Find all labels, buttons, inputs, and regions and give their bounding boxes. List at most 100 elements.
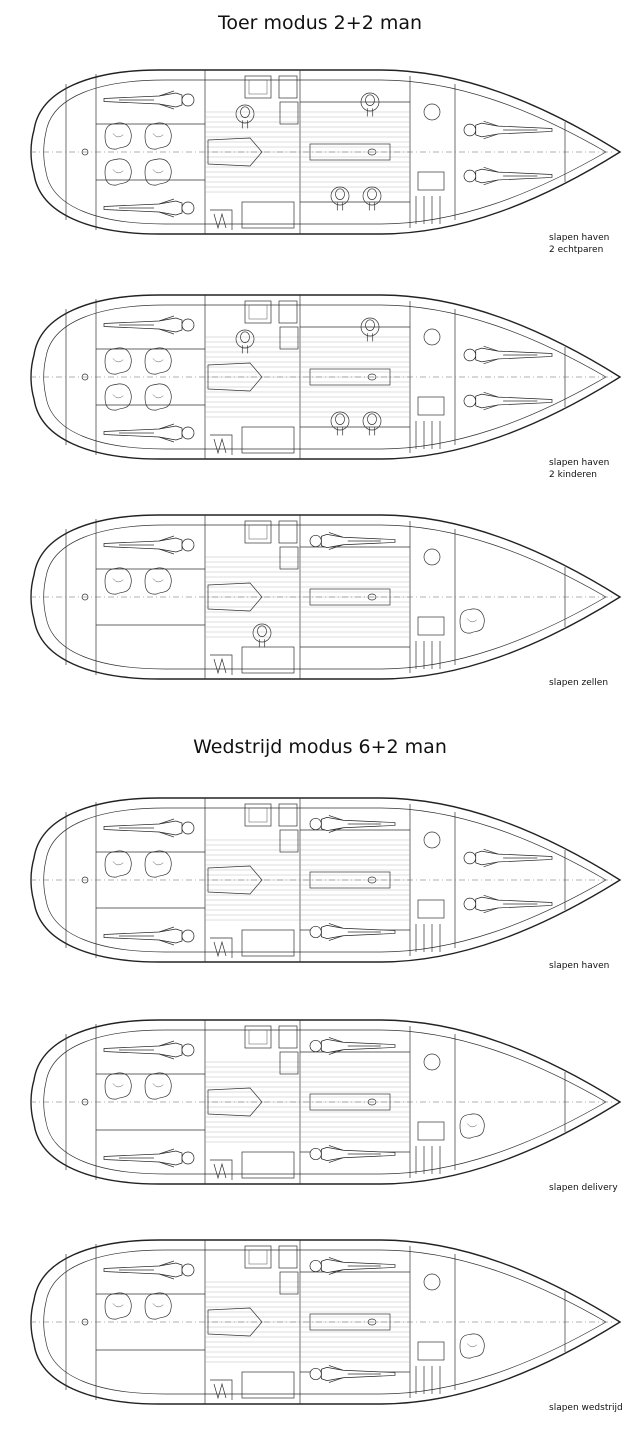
- table-fitting-icon: [367, 593, 377, 601]
- mast-step-icon: [81, 593, 89, 601]
- caption-line-2: 2 kinderen: [549, 470, 597, 480]
- person-head: [463, 169, 477, 183]
- person-limb: [119, 1148, 175, 1168]
- person-limb: [328, 923, 381, 941]
- stove-burners: [248, 304, 268, 320]
- seated-person-legs: [368, 427, 376, 436]
- person-head: [463, 851, 477, 865]
- seated-person-head: [367, 188, 377, 200]
- fridge-icon: [278, 1025, 298, 1049]
- seated-person-head: [365, 319, 375, 331]
- sink-icon: [279, 326, 299, 350]
- deck-plan: slapen wedstrijd: [0, 1210, 640, 1435]
- sleeping-bag-icon: [104, 1292, 132, 1320]
- lying-person-icon: [463, 345, 553, 365]
- saloon-table-icon: [309, 143, 391, 161]
- boat-layout-drawing: [30, 294, 622, 460]
- fridge-icon: [278, 300, 298, 324]
- stove-icon: [244, 300, 272, 324]
- person-limb: [328, 1145, 381, 1163]
- sleeping-bag-icon: [459, 1113, 485, 1139]
- sleeping-bag-fold: [152, 169, 164, 174]
- locker-grid-icon: [415, 196, 441, 224]
- companionway-steps-icon: [210, 434, 233, 455]
- toilet-icon: [423, 1053, 441, 1071]
- sleeping-bag-fold: [152, 861, 164, 866]
- person-head: [309, 1039, 322, 1053]
- sleeping-bag-fold: [467, 618, 477, 623]
- lying-person-icon: [103, 1040, 195, 1060]
- sleeping-bag-fold: [467, 1123, 477, 1128]
- section-title-toer: Toer modus 2+2 man: [217, 12, 423, 34]
- wash-basin-icon: [417, 396, 445, 416]
- locker-grid-icon: [415, 924, 441, 952]
- toilet-icon: [423, 103, 441, 121]
- person-limb: [328, 532, 381, 550]
- engine-box-icon: [207, 1307, 263, 1337]
- lying-person-icon: [309, 1257, 396, 1275]
- sleeping-bag-icon: [104, 850, 132, 878]
- seated-person-icon: [360, 92, 380, 112]
- person-limb: [119, 1040, 175, 1060]
- plan-caption: slapen wedstrijd: [549, 1402, 623, 1414]
- seated-person-icon: [235, 104, 255, 124]
- caption-line-1: slapen haven: [549, 961, 610, 971]
- sleeping-bag-icon: [144, 1292, 172, 1320]
- wash-basin-icon: [417, 616, 445, 636]
- sleeping-bag-fold: [152, 578, 164, 583]
- person-limb: [483, 166, 538, 186]
- mast-step-icon: [81, 876, 89, 884]
- stove-burners: [248, 524, 268, 540]
- person-head: [181, 93, 195, 107]
- stove-icon: [244, 1245, 272, 1269]
- sleeping-bag-icon: [144, 347, 172, 375]
- boat-layout-drawing: [30, 69, 622, 235]
- deck-plan: slapen delivery: [0, 990, 640, 1215]
- lying-person-icon: [463, 391, 553, 411]
- person-head: [463, 348, 477, 362]
- seated-person-legs: [366, 333, 374, 342]
- stove-icon: [244, 803, 272, 827]
- section-title-wedstrijd: Wedstrijd modus 6+2 man: [193, 736, 447, 758]
- chart-table-icon: [241, 426, 295, 454]
- toilet-icon: [423, 328, 441, 346]
- seated-person-legs: [241, 120, 249, 129]
- person-head: [309, 1147, 322, 1161]
- deck-plan: slapen haven 2 echtparen: [0, 40, 640, 265]
- fridge-icon: [278, 803, 298, 827]
- seated-person-icon: [362, 186, 382, 206]
- wash-basin-icon: [417, 1121, 445, 1141]
- boat-layout-drawing: [30, 1239, 622, 1405]
- sleeping-bag-icon: [104, 158, 132, 186]
- companionway-steps-icon: [210, 1379, 233, 1400]
- wash-basin-icon: [417, 899, 445, 919]
- deck-plan: slapen zellen: [0, 485, 640, 710]
- seated-person-head: [257, 625, 267, 637]
- person-head: [181, 538, 195, 552]
- person-head: [181, 1151, 195, 1165]
- sleeping-bag-icon: [104, 347, 132, 375]
- person-head: [309, 1259, 322, 1273]
- person-limb: [328, 1365, 381, 1383]
- caption-line-2: 2 echtparen: [549, 245, 604, 255]
- sleeping-bag-icon: [104, 383, 132, 411]
- plan-caption: slapen haven: [549, 960, 609, 972]
- person-head: [181, 318, 195, 332]
- lying-person-icon: [309, 1365, 396, 1383]
- mast-step-icon: [81, 1318, 89, 1326]
- sleeping-bag-fold: [112, 169, 124, 174]
- lying-person-icon: [463, 120, 553, 140]
- lying-person-icon: [103, 535, 195, 555]
- person-limb: [119, 535, 175, 555]
- deck-plan: slapen haven: [0, 768, 640, 993]
- sink-icon: [279, 1051, 299, 1075]
- boat-layout-drawing: [30, 514, 622, 680]
- companionway-steps-icon: [210, 654, 233, 675]
- caption-line-1: slapen zellen: [549, 678, 609, 688]
- lying-person-icon: [309, 532, 396, 550]
- person-head: [309, 925, 322, 939]
- seated-person-head: [240, 331, 250, 343]
- engine-box-icon: [207, 1087, 263, 1117]
- table-fitting-icon: [367, 148, 377, 156]
- person-head: [181, 1263, 195, 1277]
